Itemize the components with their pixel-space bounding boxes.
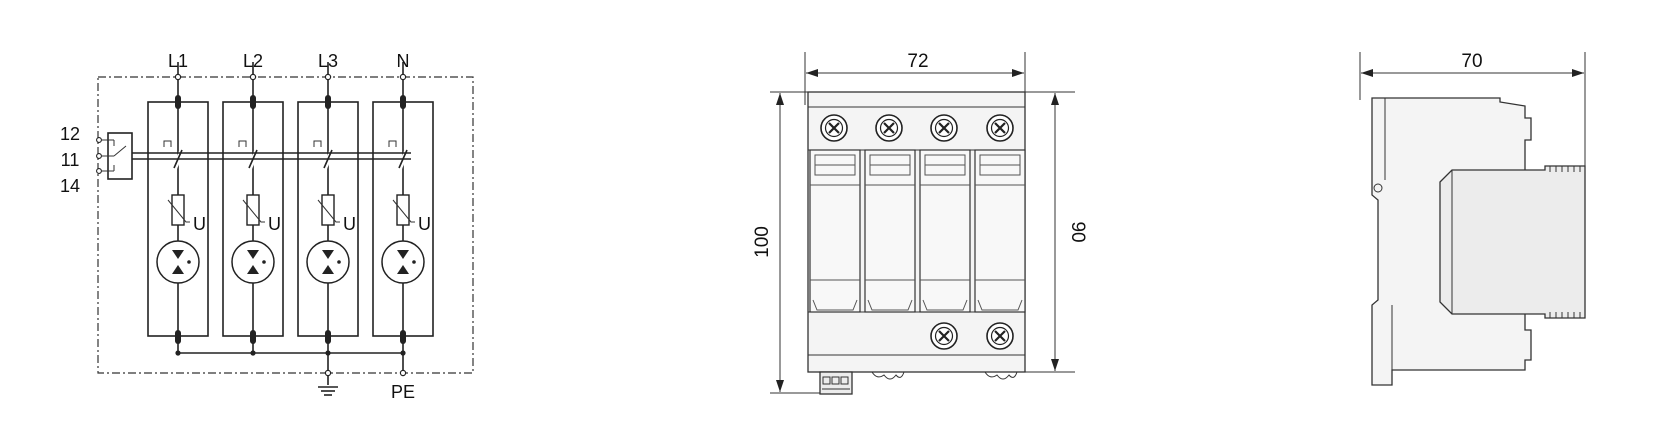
svg-text:U: U — [193, 214, 206, 234]
cartridge-body — [809, 149, 861, 313]
pe-label: PE — [391, 382, 415, 402]
front-screws — [820, 114, 1014, 350]
contact-label-14: 14 — [60, 176, 80, 196]
pe-terminal — [399, 369, 407, 377]
cartridge-4 — [974, 149, 1026, 313]
thermal-disconnector-icon — [238, 140, 247, 147]
cartridge-grip-top — [1549, 166, 1581, 172]
ground-terminal — [324, 369, 332, 377]
terminal-label-l1: L1 — [168, 51, 188, 71]
bottom-connector — [400, 330, 406, 344]
width-dimension: 72 — [907, 51, 928, 72]
module-l3: U — [297, 62, 359, 356]
terminal-screw-icon-top-3 — [930, 114, 958, 142]
din-clip-left — [871, 371, 905, 380]
terminal-label-l3: L3 — [318, 51, 338, 71]
varistor-icon — [171, 194, 185, 226]
cartridge-body — [864, 149, 916, 313]
cartridge-1 — [809, 149, 861, 313]
enclosure-outline — [97, 76, 474, 374]
cartridge-2 — [864, 149, 916, 313]
input-terminal — [399, 73, 407, 81]
side-view: 70 — [1359, 51, 1586, 386]
terminal-screw-icon-bottom-2 — [986, 322, 1014, 350]
top-connector — [250, 95, 256, 109]
cartridge-body — [974, 149, 1026, 313]
varistor-icon — [246, 194, 260, 226]
front-view: 72 100 90 — [752, 51, 1088, 395]
gas-discharge-tube-icon — [231, 240, 275, 284]
terminal-screw-icon-bottom-1 — [930, 322, 958, 350]
input-terminal — [174, 73, 182, 81]
terminal-screw-icon-top-4 — [986, 114, 1014, 142]
svg-text:U: U — [268, 214, 281, 234]
plug-in-cartridge — [1439, 165, 1586, 319]
signal-contact — [96, 132, 133, 180]
wiring-schematic: U U U U L1 L2 L3 N PE — [60, 51, 474, 402]
terminal-label-l2: L2 — [243, 51, 263, 71]
top-connector — [400, 95, 406, 109]
din-latch-icon — [1373, 183, 1383, 193]
svg-text:U: U — [343, 214, 356, 234]
gas-discharge-tube-icon — [381, 240, 425, 284]
top-connector — [325, 95, 331, 109]
bottom-connector — [325, 330, 331, 344]
varistor-icon — [321, 194, 335, 226]
module-n: U — [372, 62, 434, 356]
bottom-connector — [175, 330, 181, 344]
inner-height-dimension: 90 — [1067, 221, 1088, 242]
contact-label-11: 11 — [61, 150, 80, 170]
bottom-connector — [250, 330, 256, 344]
cartridge-grip-bottom — [1549, 312, 1581, 318]
front-cartridges — [809, 149, 1026, 313]
module-l1: U — [147, 62, 209, 356]
cartridge-3 — [919, 149, 971, 313]
ground-icon — [318, 386, 338, 396]
thermal-disconnector-icon — [313, 140, 322, 147]
top-connector — [175, 95, 181, 109]
cartridge-body — [919, 149, 971, 313]
din-clip-right — [984, 371, 1018, 380]
terminal-screw-icon-top-2 — [875, 114, 903, 142]
module-l2: U — [222, 62, 284, 356]
gas-discharge-tube-icon — [156, 240, 200, 284]
thermal-disconnector-icon — [163, 140, 172, 147]
input-terminal — [249, 73, 257, 81]
depth-dimension: 70 — [1461, 51, 1482, 72]
gas-discharge-tube-icon — [306, 240, 350, 284]
signal-connector — [819, 371, 853, 395]
height-dimension: 100 — [752, 226, 773, 258]
terminal-label-n: N — [397, 51, 410, 71]
varistor-icon — [396, 194, 410, 226]
terminal-screw-icon-top-1 — [820, 114, 848, 142]
svg-text:U: U — [418, 214, 431, 234]
thermal-disconnector-icon — [388, 140, 397, 147]
input-terminal — [324, 73, 332, 81]
contact-label-12: 12 — [60, 124, 80, 144]
